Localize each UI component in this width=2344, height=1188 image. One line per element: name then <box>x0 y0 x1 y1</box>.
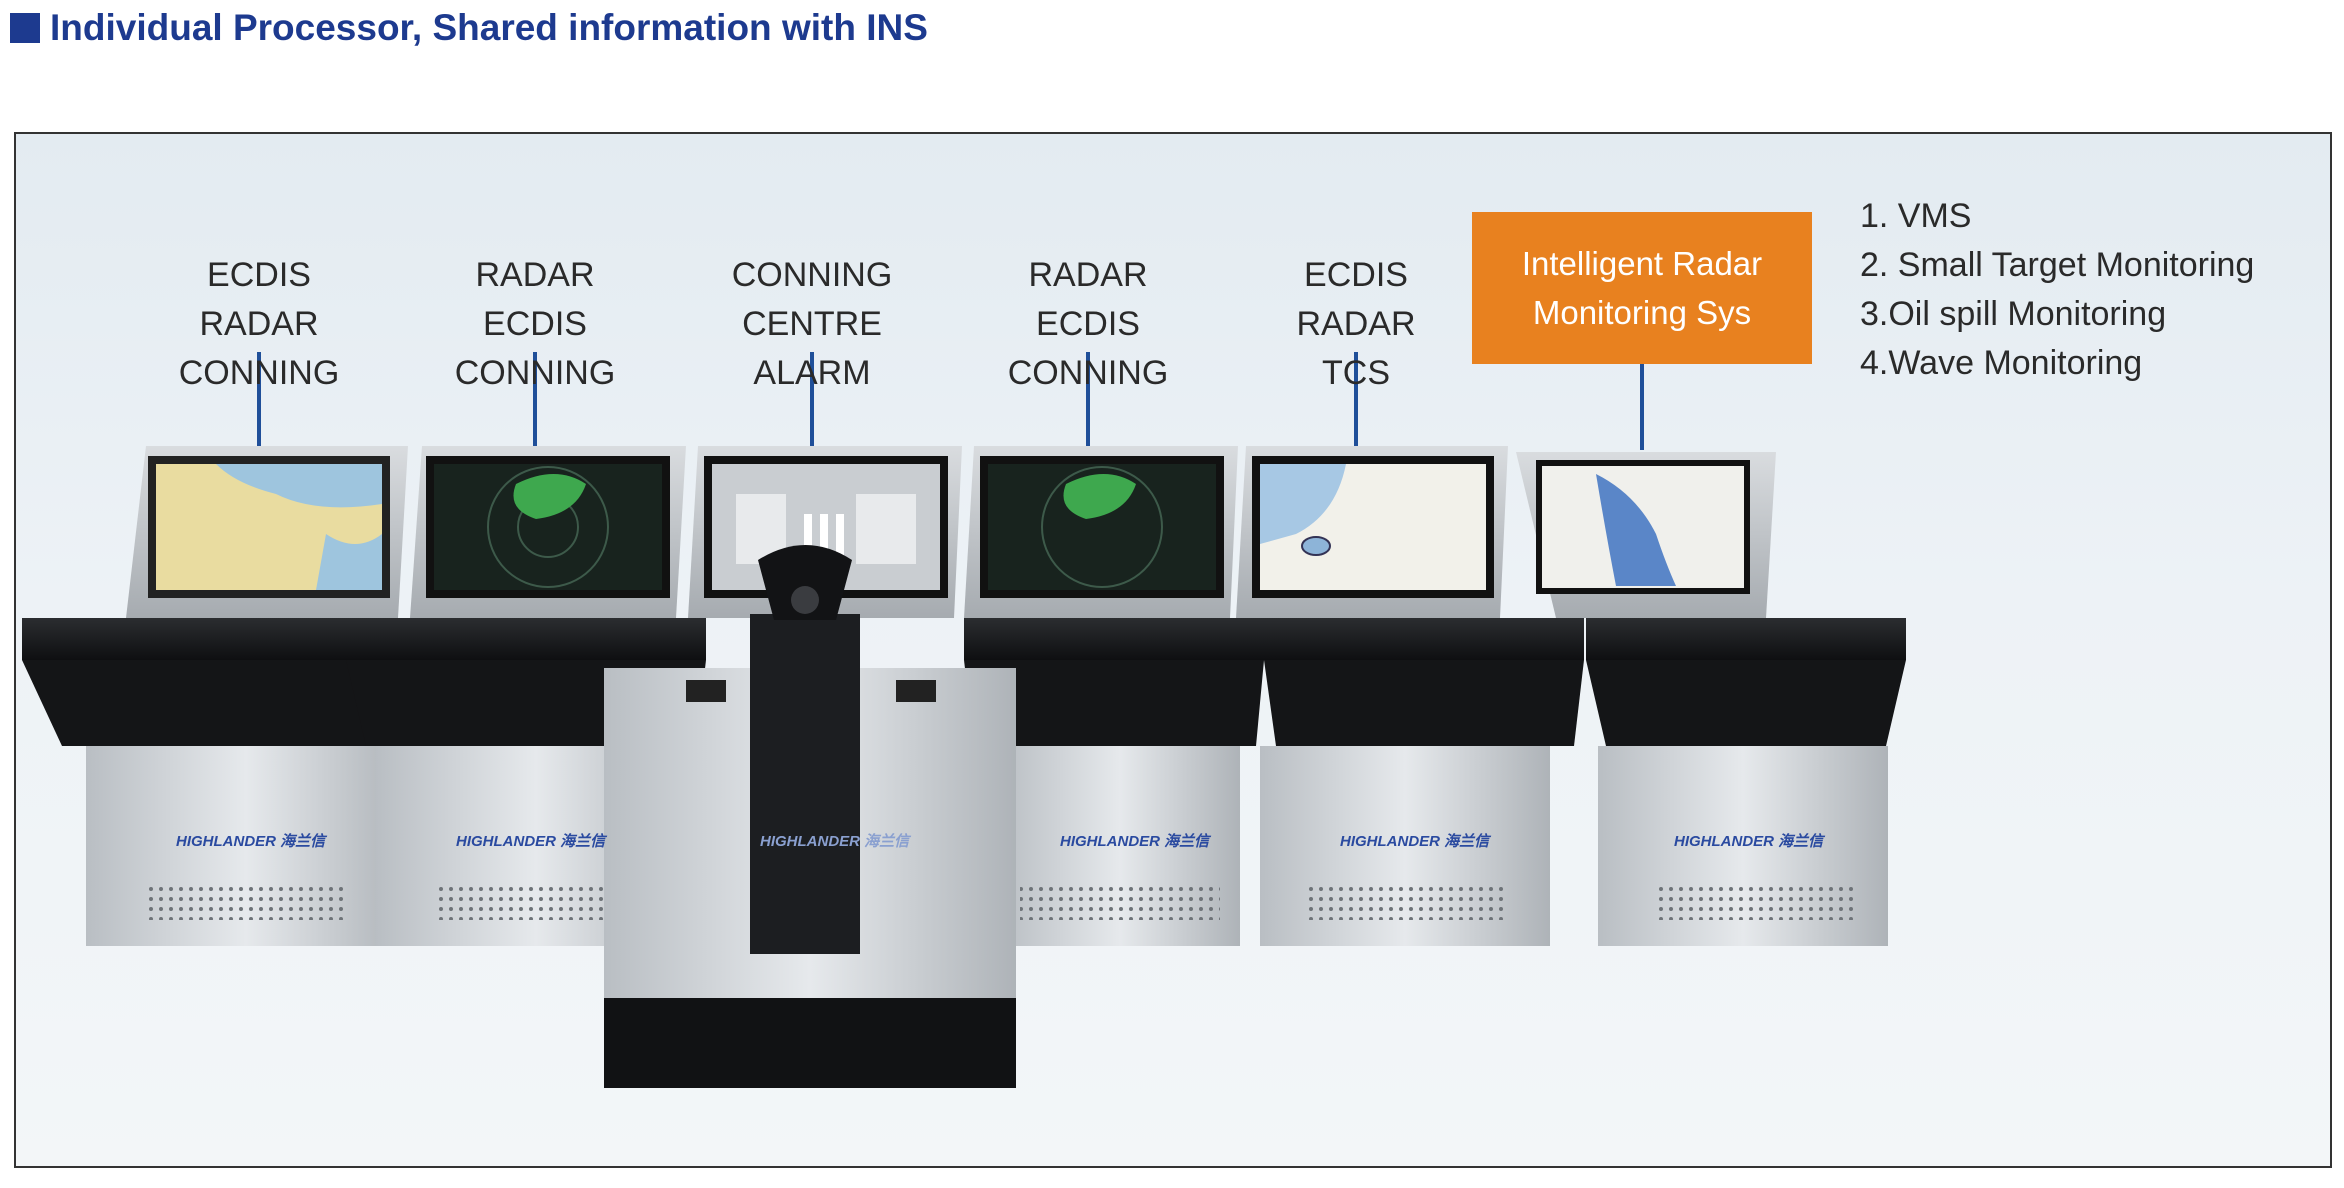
console-unit-1 <box>22 446 422 946</box>
brand-logo: HIGHLANDER 海兰信 <box>760 833 912 850</box>
brand-logo: HIGHLANDER 海兰信 <box>456 833 608 850</box>
feature-item: 4.Wave Monitoring <box>1860 344 2143 382</box>
page-title: Individual Processor, Shared information… <box>50 7 928 48</box>
brand-logo: HIGHLANDER 海兰信 <box>1340 833 1492 850</box>
feature-item: 2. Small Target Monitoring <box>1860 246 2255 284</box>
console-unit-6 <box>1516 452 1906 946</box>
central-pedestal <box>604 545 1016 1088</box>
console-unit-4 <box>964 446 1264 946</box>
feature-item: 1. VMS <box>1860 197 1972 235</box>
feature-item: 3.Oil spill Monitoring <box>1860 295 2167 333</box>
feature-list: 1. VMS 2. Small Target Monitoring 3.Oil … <box>1860 192 2254 388</box>
bridge-console-illustration: HIGHLANDER 海兰信 HIGHLANDER 海兰信 HIGHLANDER… <box>22 352 1906 1088</box>
connector-lines <box>257 352 1644 450</box>
brand-logo: HIGHLANDER 海兰信 <box>1060 833 1212 850</box>
brand-logo: HIGHLANDER 海兰信 <box>176 833 328 850</box>
brand-logos: HIGHLANDER 海兰信 HIGHLANDER 海兰信 HIGHLANDER… <box>176 833 1826 850</box>
brand-logo: HIGHLANDER 海兰信 <box>1674 833 1826 850</box>
diagram-frame: HIGHLANDER 海兰信 HIGHLANDER 海兰信 HIGHLANDER… <box>14 132 2332 1168</box>
heading-bullet-square <box>10 13 40 43</box>
console-unit-5 <box>1236 446 1584 946</box>
section-heading: Individual Processor, Shared information… <box>10 6 928 50</box>
intelligent-radar-monitoring-box: Intelligent Radar Monitoring Sys <box>1472 212 1812 364</box>
